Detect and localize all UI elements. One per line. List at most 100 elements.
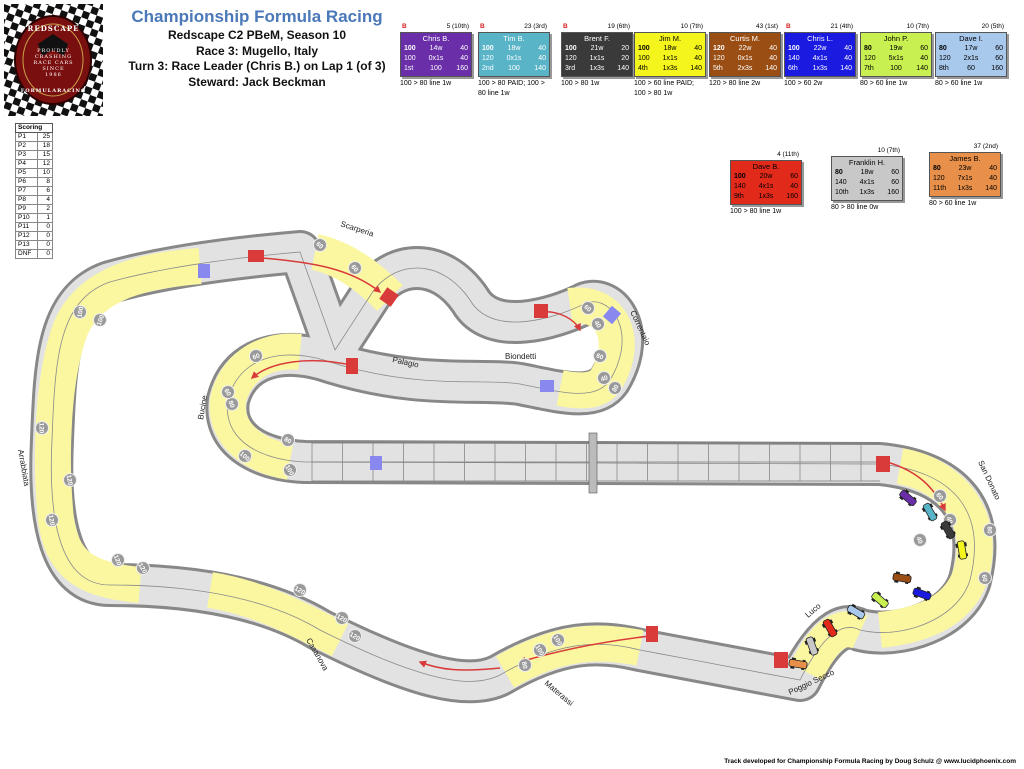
red-space-markers xyxy=(248,250,890,668)
driver-stat: 100 xyxy=(638,55,650,62)
speed-marker: 60 xyxy=(581,301,595,315)
speed-marker-value: 60 xyxy=(252,352,262,361)
speed-marker-disc xyxy=(348,629,362,643)
driver-stat: 100 xyxy=(638,45,650,52)
speed-marker: 80 xyxy=(983,523,997,537)
red-space xyxy=(379,287,399,307)
race-car-icon[interactable] xyxy=(804,636,820,657)
driver-standing: 43 (1st) xyxy=(709,22,781,32)
driver-stat: 20 xyxy=(621,45,629,52)
speed-marker: 60 xyxy=(221,385,235,399)
race-car-icon[interactable] xyxy=(898,488,919,508)
driver-stat: 60 xyxy=(967,65,975,72)
driver-standing: 37 (2nd) xyxy=(929,142,1001,152)
driver-stat: 100 xyxy=(565,45,577,52)
speed-marker: 120 xyxy=(111,553,125,567)
driver-points: 23 (3rd) xyxy=(524,23,547,30)
speed-marker-disc xyxy=(45,513,59,527)
driver-stat: 3rd xyxy=(565,65,576,72)
driver-stat: 140 xyxy=(765,65,777,72)
speed-marker-disc xyxy=(136,561,150,575)
logo-motto-1: PROUDLY xyxy=(37,48,70,54)
footer-credit: Track developed for Championship Formula… xyxy=(724,758,1016,765)
speed-marker: 80 xyxy=(225,397,239,411)
redscape-logo: REDSCAPE PROUDLY CRASHING RACE CARS SINC… xyxy=(4,4,103,116)
race-cars xyxy=(788,488,969,671)
speed-marker-disc xyxy=(978,571,992,585)
race-car-icon[interactable] xyxy=(870,590,891,610)
speed-marker: 120 xyxy=(348,629,362,643)
corner-label-arrabbiata: Arrabbiata xyxy=(16,449,31,487)
driver-stat: 100 xyxy=(788,45,800,52)
driver-stat: 1x3s xyxy=(859,189,875,196)
driver-name: Chris B. xyxy=(422,34,450,43)
driver-name: Franklin H. xyxy=(848,158,886,167)
driver-stat: 60 xyxy=(891,169,899,176)
speed-marker-value: 100 xyxy=(96,314,106,327)
race-car-icon[interactable] xyxy=(892,571,912,585)
race-car-icon[interactable] xyxy=(845,603,866,622)
red-space xyxy=(876,456,890,472)
driver-stat: 4x1s xyxy=(812,55,828,62)
driver-stat: 80 xyxy=(864,45,872,52)
speed-marker-value: 40 xyxy=(592,320,602,330)
driver-points: 4 (11th) xyxy=(777,151,799,158)
speed-marker: 60 xyxy=(978,571,992,585)
turn-line: Turn 3: Race Leader (Chris B.) on Lap 1 … xyxy=(128,59,386,73)
speed-marker-value: 120 xyxy=(293,585,306,597)
speed-marker-value: 80 xyxy=(227,400,236,410)
driver-stat: 7x1s xyxy=(957,175,973,182)
speed-marker-disc xyxy=(348,261,362,275)
race-car-icon[interactable] xyxy=(939,519,958,540)
speed-marker-disc xyxy=(63,473,77,487)
driver-standing: 10 (7th) xyxy=(860,22,932,32)
blue-space xyxy=(198,264,210,278)
race-car-body xyxy=(788,658,808,670)
race-car-icon[interactable] xyxy=(821,617,840,638)
race-car-icon[interactable] xyxy=(788,657,808,671)
driver-name: Chris L. xyxy=(807,34,833,43)
speed-markers: 1201201201201201201201201001001001001001… xyxy=(35,238,997,672)
race-car-icon[interactable] xyxy=(955,540,969,560)
race-car-icon[interactable] xyxy=(921,501,940,522)
driver-stat: 4x1s xyxy=(758,183,774,190)
driver-name: John P. xyxy=(883,34,909,43)
blue-space-markers xyxy=(198,264,622,470)
driver-stat: 120 xyxy=(565,55,577,62)
driver-stat: 140 xyxy=(734,183,746,190)
speed-marker: 100 xyxy=(551,633,565,647)
driver-stat: 100 xyxy=(734,173,746,180)
driver-move-note: 100 > 80 line 1w xyxy=(730,208,782,215)
speed-marker-value: 40 xyxy=(600,374,610,383)
speed-marker-value: 120 xyxy=(47,514,56,526)
speed-marker-disc xyxy=(518,658,532,672)
driver-stat: 22w xyxy=(813,45,827,52)
driver-stat: 20 xyxy=(621,55,629,62)
race-car-icon[interactable] xyxy=(912,586,933,602)
